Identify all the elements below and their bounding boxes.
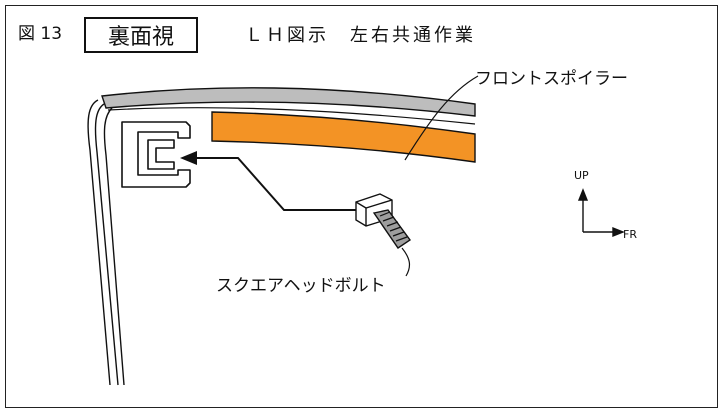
bolt-thread [379,211,408,242]
body-panel-outline [87,99,125,386]
diagram-frame [5,5,718,408]
view-label: 裏面視 [107,25,174,50]
figure-number: 図 13 [18,24,63,44]
up-direction-label: UP [574,169,589,182]
direction-indicator [577,188,625,238]
c-clip-bracket [121,121,191,188]
square-head-bolt [355,193,411,249]
front-direction-label: FR [623,228,637,241]
front-spoiler-callout: フロントスポイラー [475,69,628,89]
bolt-leader-line [401,247,411,277]
square-head-bolt-callout: スクエアヘッドボルト [216,276,386,296]
figure-note: ＬＨ図示 左右共通作業 [245,25,476,46]
panel-inner-line [107,107,476,125]
front-spoiler-section [211,111,476,163]
edge-strip [101,87,476,117]
spoiler-leader-line [404,75,479,161]
insertion-arrow [196,157,360,211]
insertion-arrowhead [180,151,197,165]
view-label-box: 裏面視 [84,17,198,53]
